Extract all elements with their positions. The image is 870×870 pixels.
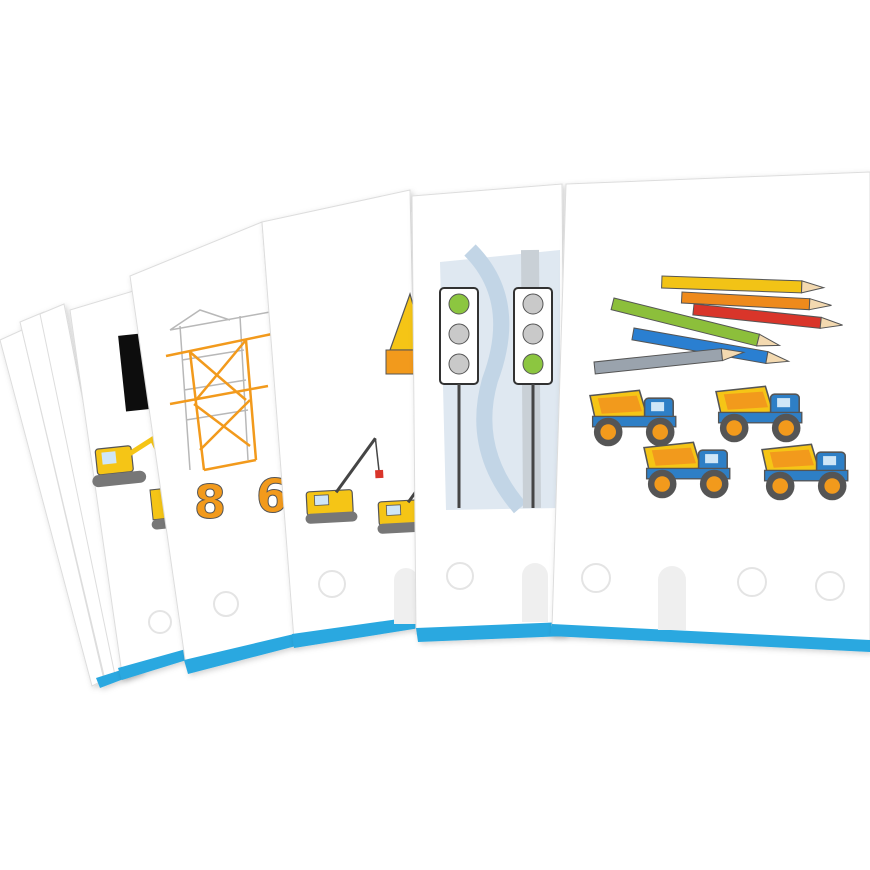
card-mobile-cranes xyxy=(261,189,460,648)
excavator-icon xyxy=(92,435,165,488)
tower-crane-orange-icon xyxy=(165,332,273,472)
card-number-8: 8 xyxy=(194,475,226,529)
card-traffic-lights xyxy=(411,183,567,642)
traffic-light-icon-2 xyxy=(512,286,554,510)
card-trucks-pencils xyxy=(550,171,870,652)
card-tower-cranes: 8 6 xyxy=(129,221,297,674)
pencil-set-icon xyxy=(593,275,843,375)
traffic-light-icon xyxy=(438,286,480,510)
